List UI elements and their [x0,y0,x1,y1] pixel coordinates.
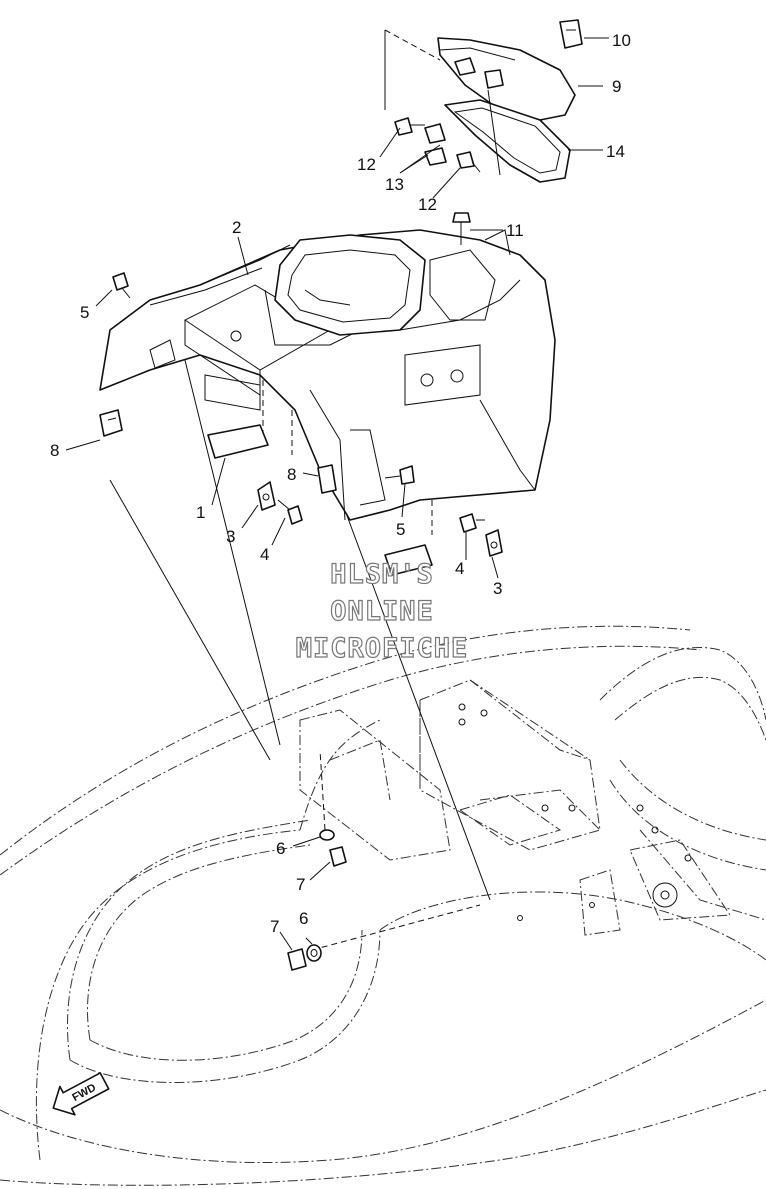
callout-2: 2 [232,218,241,237]
callout-8-mid: 8 [287,465,296,484]
part-6-washer-lower [306,944,322,962]
callout-5-right: 5 [396,520,405,539]
part-14-seal [444,99,571,183]
callout-labels: 1 2 3 3 4 4 5 5 6 6 7 7 8 8 9 10 11 12 1… [50,31,631,936]
part-3-nut-right [485,529,503,557]
lid-assembly [384,19,583,245]
hull-body [0,625,766,1186]
callout-7-lower: 7 [270,917,279,936]
part-7-nut-lower [287,948,307,971]
callout-6-lower: 6 [299,909,308,928]
part-7-nut-upper [329,846,347,867]
cover-assembly [99,229,556,521]
part-8-clip-left [99,409,123,437]
callout-9: 9 [612,77,621,96]
fwd-arrow-icon: FWD [52,1072,110,1116]
callout-13: 13 [385,175,404,194]
callout-4-left: 4 [260,545,269,564]
callout-6-upper: 6 [276,839,285,858]
callout-3-right: 3 [493,579,502,598]
part-3-nut-left [257,481,276,511]
part-8-clip-mid [317,464,337,494]
callout-12-upper: 12 [357,155,376,174]
callout-1: 1 [196,503,205,522]
callout-leaders [65,37,609,951]
watermark: HLSM'S ONLINE MICROFICHE [295,558,469,664]
callout-4-right: 4 [455,559,464,578]
callout-5-left: 5 [80,303,89,322]
watermark-line-3: MICROFICHE [296,633,469,664]
callout-3-left: 3 [226,527,235,546]
part-10-clip [559,19,583,49]
part-6-washer-upper [319,829,335,841]
watermark-line-1: HLSM'S [330,559,434,590]
hardware [99,272,503,971]
callout-11: 11 [506,221,524,240]
callout-7-upper: 7 [296,875,305,894]
callout-14: 14 [606,142,625,161]
watermark-line-2: ONLINE [330,596,434,627]
callout-12-lower: 12 [418,195,437,214]
callout-10: 10 [612,31,631,50]
callout-8-left: 8 [50,441,59,460]
part-1-pad-right [384,544,433,576]
part-1-pad [207,424,269,459]
